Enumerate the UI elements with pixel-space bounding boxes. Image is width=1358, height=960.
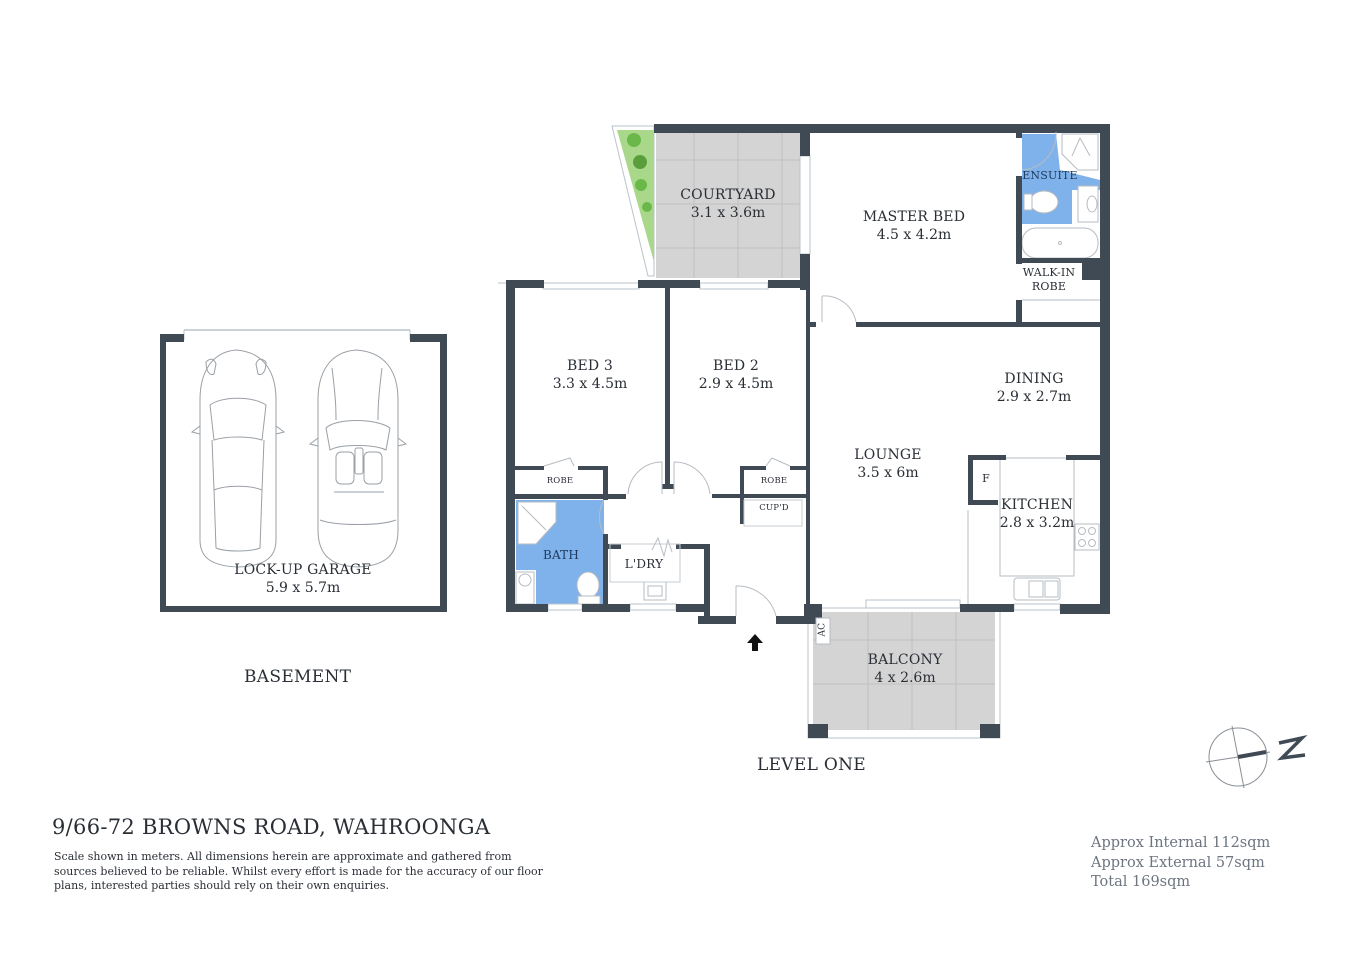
robe-bed2-label: ROBE: [746, 476, 802, 487]
room-dims: 3.5 x 6m: [857, 464, 919, 481]
plant-icon: [627, 133, 641, 147]
compass-icon: [1205, 725, 1308, 789]
room-dims: 2.9 x 2.7m: [996, 388, 1072, 405]
toilet-icon: [576, 571, 600, 599]
laundry-label: L'DRY: [614, 557, 674, 572]
room-dims: 4 x 2.6m: [874, 669, 936, 686]
toilet-icon: [1029, 190, 1059, 214]
room-name: KITCHEN: [1000, 497, 1074, 513]
cooktop-icon: [1074, 523, 1100, 551]
car-icon: [308, 349, 408, 568]
room-name: LOCK-UP GARAGE: [234, 562, 372, 578]
room-name: F: [982, 472, 990, 485]
plant-icon: [633, 155, 647, 169]
ac-unit-box: [815, 617, 831, 645]
area-external: Approx External 57sqm: [1091, 854, 1265, 871]
courtyard-paving: [656, 132, 800, 278]
area-summary: Approx Internal 112sqm Approx External 5…: [1091, 834, 1270, 893]
balcony-paving: [807, 607, 1001, 739]
garage-label: LOCK-UP GARAGE 5.9 x 5.7m: [210, 562, 396, 597]
area-internal: Approx Internal 112sqm: [1091, 835, 1271, 851]
bath-label: BATH: [536, 548, 586, 563]
courtyard-label: COURTYARD 3.1 x 3.6m: [668, 187, 788, 222]
lounge-label: LOUNGE 3.5 x 6m: [828, 447, 948, 482]
disclaimer-text: Scale shown in meters. All dimensions he…: [54, 850, 543, 892]
dining-label: DINING 2.9 x 2.7m: [974, 371, 1094, 406]
garage-plan: [160, 329, 447, 612]
bed3-label: BED 3 3.3 x 4.5m: [530, 358, 650, 393]
room-name: ENSUITE: [1022, 169, 1078, 182]
room-name: WALK-IN: [1022, 266, 1076, 279]
room-name: ROBE: [760, 476, 788, 486]
room-dims: 2.8 x 3.2m: [999, 514, 1075, 531]
garden-strip: [611, 125, 655, 277]
walls: [506, 124, 1110, 624]
room-name: BATH: [542, 548, 580, 562]
ensuite-label: ENSUITE: [1020, 169, 1080, 183]
area-total: Total 169sqm: [1091, 874, 1191, 890]
plant-icon: [635, 179, 647, 191]
room-dims: 3.1 x 3.6m: [690, 204, 766, 221]
room-dims: 5.9 x 5.7m: [265, 579, 341, 596]
room-name: L'DRY: [624, 557, 664, 571]
shower-icon: [517, 501, 557, 545]
bed2-label: BED 2 2.9 x 4.5m: [676, 358, 796, 393]
room-name: BED 3: [566, 358, 614, 374]
room-name-line2: ROBE: [1031, 279, 1067, 293]
room-dims: 3.3 x 4.5m: [552, 375, 628, 392]
room-dims: 4.5 x 4.2m: [876, 226, 952, 243]
room-name: COURTYARD: [680, 187, 776, 203]
fridge-label: F: [976, 472, 996, 486]
kitchen-label: KITCHEN 2.8 x 3.2m: [990, 497, 1084, 532]
plant-icon: [642, 202, 652, 212]
level-one-label: LEVEL ONE: [757, 755, 866, 775]
room-dims: 2.9 x 4.5m: [698, 375, 774, 392]
cupboard-label: CUP'D: [746, 503, 802, 514]
room-name: CUP'D: [759, 503, 789, 513]
property-address: 9/66-72 BROWNS ROAD, WAHROONGA: [52, 815, 491, 839]
room-name: LOUNGE: [854, 447, 922, 463]
room-name: ROBE: [546, 476, 574, 486]
robe-bed3-label: ROBE: [532, 476, 588, 487]
walk-in-robe-label: WALK-IN ROBE: [1018, 266, 1080, 294]
doors: [543, 131, 1100, 617]
level-basement-label: BASEMENT: [244, 667, 352, 687]
shower-icon: [1061, 133, 1099, 171]
entry-arrow-icon: [747, 634, 763, 651]
master-bed-label: MASTER BED 4.5 x 4.2m: [844, 209, 984, 244]
ac-label: AC: [817, 620, 828, 640]
car-icon: [190, 349, 286, 568]
room-name: DINING: [1004, 371, 1064, 387]
room-name: BALCONY: [867, 652, 943, 668]
room-name: MASTER BED: [862, 209, 966, 225]
room-name: AC: [817, 622, 828, 637]
balcony-label: BALCONY 4 x 2.6m: [845, 652, 965, 687]
room-name: BED 2: [712, 358, 760, 374]
